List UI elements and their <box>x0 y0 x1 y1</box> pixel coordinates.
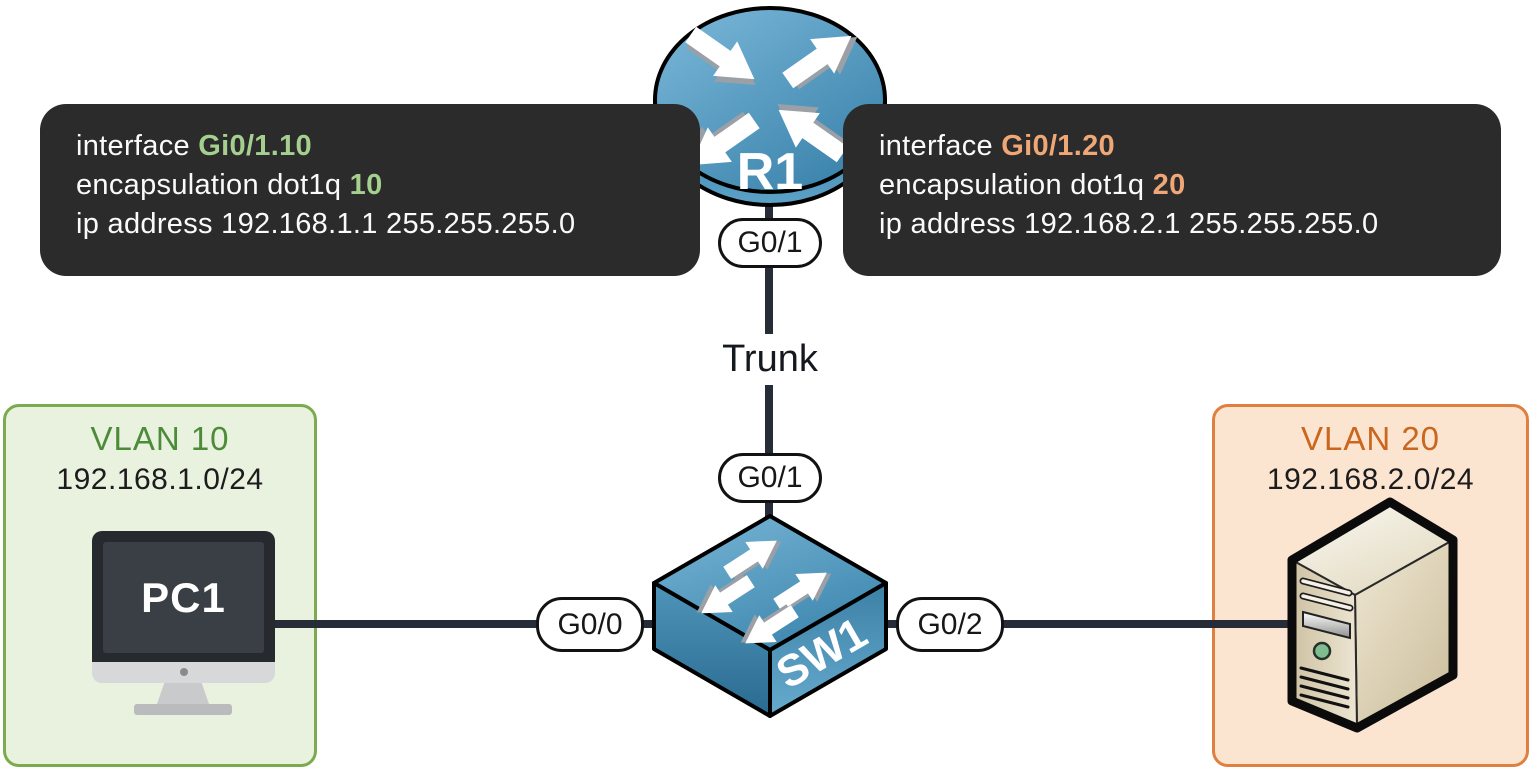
switch-port-pill-g00: G0/0 <box>536 597 644 652</box>
trunk-label: Trunk <box>703 334 837 385</box>
server-power-button <box>1312 641 1332 661</box>
pc-stand-base <box>134 704 232 715</box>
router-subinterface-config-vlan20: interface Gi0/1.20 encapsulation dot1q 2… <box>843 104 1501 276</box>
pc-icon: PC1 <box>92 531 275 662</box>
router-arrows-icon <box>684 26 858 166</box>
pc-label: PC1 <box>141 573 226 621</box>
pc-stand-neck <box>157 683 209 704</box>
switch-uplink-port-label: G0/1 <box>737 461 803 494</box>
switch-pc-port-label: G0/0 <box>557 607 623 641</box>
switch-port-pill-g01: G0/1 <box>718 453 822 503</box>
config-line-ip-address: ip address 192.168.2.1 255.255.255.0 <box>879 208 1379 240</box>
router-port-pill-g01: G0/1 <box>718 218 822 268</box>
router-port-label: G0/1 <box>737 226 803 259</box>
vlan20-subnet: 192.168.2.0/24 <box>1266 463 1475 496</box>
server-drive-slots <box>1299 577 1354 640</box>
switch-to-server-cable <box>882 620 1296 628</box>
router-subinterface-config-vlan10: interface Gi0/1.10 encapsulation dot1q 1… <box>40 104 700 276</box>
config-interface-value: Gi0/1.20 <box>1001 130 1115 162</box>
pc-chin <box>92 662 275 683</box>
switch-port-pill-g02: G0/2 <box>896 597 1004 652</box>
switch-icon: SW1 <box>652 514 888 718</box>
config-vlan-id-value: 20 <box>1152 169 1186 201</box>
server-icon <box>1287 497 1458 733</box>
vlan10-subnet: 192.168.1.0/24 <box>56 463 264 496</box>
pc-screen: PC1 <box>103 542 264 653</box>
config-vlan-id-value: 10 <box>349 169 383 201</box>
server-vents <box>1299 666 1350 709</box>
config-interface-value: Gi0/1.10 <box>198 130 312 162</box>
vlan20-title: VLAN 20 <box>1300 420 1441 457</box>
config-line-interface: interface Gi0/1.10 <box>76 130 312 162</box>
config-line-encapsulation: encapsulation dot1q 10 <box>76 169 383 201</box>
switch-arrows-icon <box>696 540 832 644</box>
pc-power-dot <box>179 668 188 676</box>
vlan10-title: VLAN 10 <box>90 420 230 457</box>
switch-server-port-label: G0/2 <box>917 607 983 641</box>
config-line-ip-address: ip address 192.168.1.1 255.255.255.0 <box>76 208 576 240</box>
pc-to-switch-cable <box>268 620 704 628</box>
config-line-interface: interface Gi0/1.20 <box>879 130 1115 162</box>
config-line-encapsulation: encapsulation dot1q 20 <box>879 169 1186 201</box>
router-label: R1 <box>737 143 803 201</box>
router-icon: R1 <box>653 6 887 207</box>
